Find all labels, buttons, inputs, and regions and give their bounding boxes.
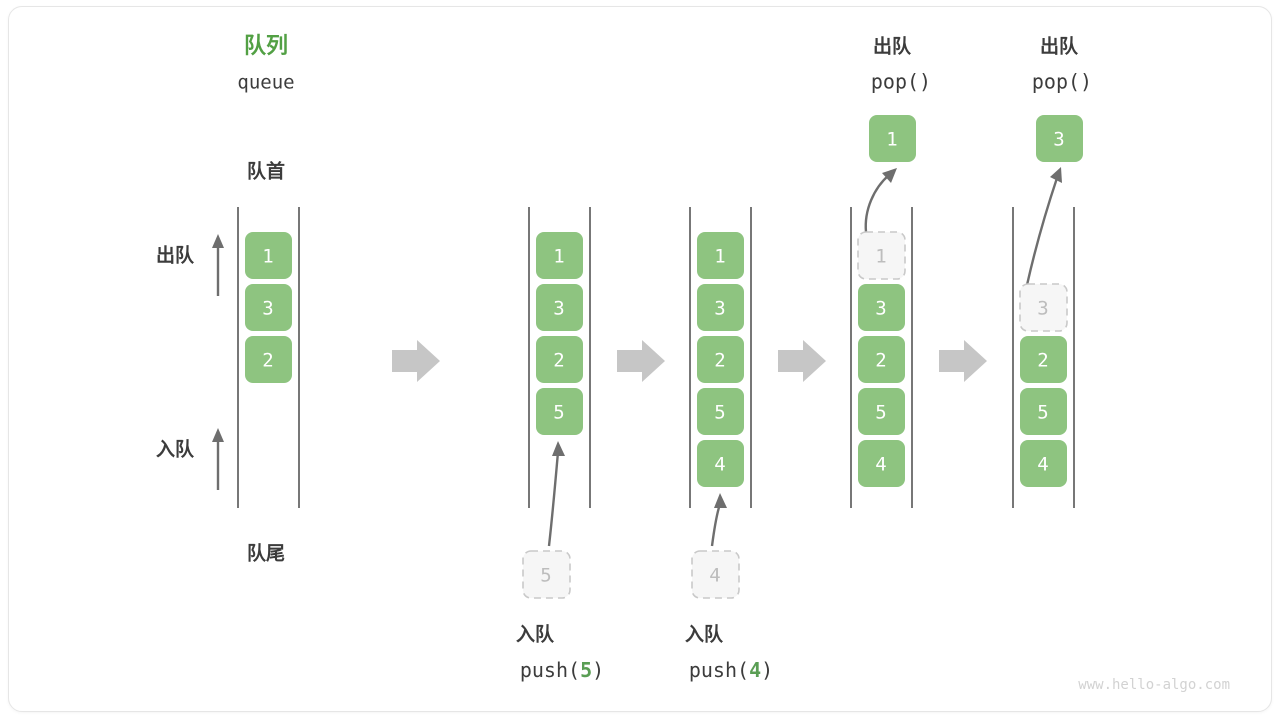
queue-cell-value: 4 (875, 454, 886, 476)
legend-dequeue-label: 出队 (156, 244, 195, 267)
ghost-cell-removed: 1 (857, 231, 906, 280)
queue-step-push-4: 1 3 2 5 4 4 (685, 207, 773, 682)
queue-cell-value: 5 (714, 402, 725, 424)
queue-step-pop-1: 出队 pop() 1 1 3 2 (850, 35, 931, 508)
queue-cell-value: 3 (262, 298, 273, 320)
queue-cell-value: 3 (553, 298, 564, 320)
queue-cell: 2 (1020, 336, 1067, 383)
legend-enqueue-arrow-icon (212, 428, 224, 490)
diagram-title-en: queue (237, 72, 294, 94)
push-label-code: push(4) (689, 658, 773, 682)
queue-cell: 3 (245, 284, 292, 331)
ghost-cell-incoming: 4 (691, 550, 740, 599)
flow-arrow-right-icon (778, 340, 826, 382)
queue-cell: 4 (858, 440, 905, 487)
popped-value-cell: 3 (1036, 115, 1083, 162)
queue-cell: 2 (536, 336, 583, 383)
pop-arrow-icon (1025, 167, 1062, 286)
popped-value: 3 (1053, 129, 1064, 151)
pop-label-code: pop() (871, 70, 931, 94)
watermark: www.hello-algo.com (1078, 677, 1230, 693)
queue-cell: 3 (697, 284, 744, 331)
push-arrow-icon (547, 441, 565, 547)
queue-cell-new: 4 (697, 440, 744, 487)
ghost-cell-value: 5 (540, 565, 551, 587)
queue-cell-value: 1 (262, 246, 273, 268)
queue-step-push-5: 1 3 2 5 5 入队 (516, 207, 604, 682)
queue-cell-value: 2 (875, 350, 886, 372)
push-code-prefix: push( (689, 658, 749, 682)
legend-dequeue-arrow-icon (212, 234, 224, 296)
push-code-prefix: push( (520, 658, 580, 682)
pop-label-cn: 出队 (873, 35, 912, 58)
queue-cell-value: 2 (714, 350, 725, 372)
ghost-cell-value: 3 (1037, 298, 1048, 320)
queue-cell: 2 (858, 336, 905, 383)
queue-cell-value: 1 (553, 246, 564, 268)
legend-enqueue-label: 入队 (156, 438, 195, 461)
ghost-cell-removed: 3 (1019, 283, 1068, 332)
pop-label-cn: 出队 (1040, 35, 1079, 58)
queue-cell-value: 2 (262, 350, 273, 372)
queue-cell: 1 (697, 232, 744, 279)
queue-cell-value: 4 (714, 454, 725, 476)
queue-cell: 5 (697, 388, 744, 435)
flow-arrow-right-icon (939, 340, 987, 382)
push-arrow-icon (710, 493, 727, 547)
queue-cell-value: 2 (1037, 350, 1048, 372)
ghost-cell-value: 4 (709, 565, 720, 587)
ghost-cell-value: 1 (875, 246, 886, 268)
queue-cell-value: 4 (1037, 454, 1048, 476)
queue-cell-value: 5 (875, 402, 886, 424)
push-code-arg: 5 (580, 658, 592, 682)
queue-step-initial: 1 3 2 (237, 207, 300, 508)
diagram-title-cn: 队列 (244, 34, 288, 59)
ghost-cell-incoming: 5 (522, 550, 571, 599)
queue-cell: 1 (245, 232, 292, 279)
queue-front-label: 队首 (247, 160, 285, 183)
queue-cell: 1 (536, 232, 583, 279)
queue-cell: 5 (1020, 388, 1067, 435)
popped-value: 1 (886, 129, 897, 151)
push-code-arg: 4 (749, 658, 761, 682)
queue-cell-value: 5 (1037, 402, 1048, 424)
push-label-cn: 入队 (685, 623, 724, 646)
popped-value-cell: 1 (869, 115, 916, 162)
queue-cell-value: 1 (714, 246, 725, 268)
queue-rear-label: 队尾 (247, 542, 285, 565)
push-label-cn: 入队 (516, 623, 555, 646)
push-code-suffix: ) (592, 658, 604, 682)
queue-cell-value: 3 (875, 298, 886, 320)
pop-label-code: pop() (1032, 70, 1092, 94)
queue-cell: 3 (536, 284, 583, 331)
queue-cell-value: 2 (553, 350, 564, 372)
push-code-suffix: ) (761, 658, 773, 682)
queue-cell-new: 5 (536, 388, 583, 435)
push-label-code: push(5) (520, 658, 604, 682)
queue-cell: 4 (1020, 440, 1067, 487)
flow-arrow-right-icon (617, 340, 665, 382)
queue-cell-value: 3 (714, 298, 725, 320)
pop-arrow-icon (864, 168, 897, 233)
queue-cell-value: 5 (553, 402, 564, 424)
queue-cell: 2 (697, 336, 744, 383)
queue-cell: 2 (245, 336, 292, 383)
flow-arrow-right-icon (392, 340, 440, 382)
queue-cell: 5 (858, 388, 905, 435)
queue-cell: 3 (858, 284, 905, 331)
queue-step-pop-3: 出队 pop() 3 3 2 5 (1012, 35, 1092, 508)
